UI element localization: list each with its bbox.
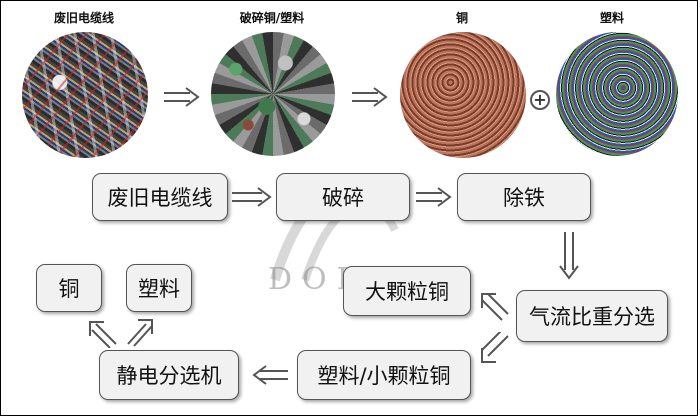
node-iron-removal: 除铁 bbox=[457, 173, 591, 221]
arrow-right-icon bbox=[352, 87, 388, 107]
photo-label-crushed: 破碎铜/塑料 bbox=[239, 11, 305, 25]
plus-circle-icon: + bbox=[530, 90, 550, 110]
arrow-right-icon bbox=[164, 87, 200, 107]
node-large-copper: 大颗粒铜 bbox=[343, 266, 471, 316]
arrow-left-icon bbox=[252, 365, 288, 385]
arrow-up-left-icon bbox=[89, 321, 117, 348]
plastic-photo bbox=[556, 32, 678, 156]
node-plastic-output: 塑料 bbox=[126, 264, 192, 312]
node-crushing: 破碎 bbox=[276, 173, 410, 221]
arrow-right-icon bbox=[232, 187, 272, 207]
crushed-material-photo bbox=[211, 32, 335, 156]
photo-label-plastic: 塑料 bbox=[599, 11, 625, 25]
photo-label-waste-cable: 废旧电缆线 bbox=[53, 11, 115, 25]
waste-cable-photo bbox=[22, 32, 148, 158]
arrow-up-right-icon bbox=[127, 319, 153, 347]
arrow-right-icon bbox=[416, 187, 452, 207]
arrow-down-left-icon bbox=[481, 332, 509, 363]
node-airflow-gravity-separation: 气流比重分选 bbox=[516, 290, 668, 342]
node-waste-cable: 废旧电缆线 bbox=[92, 173, 228, 221]
arrow-down-icon bbox=[559, 232, 579, 280]
node-copper-output: 铜 bbox=[36, 264, 102, 312]
photo-label-copper: 铜 bbox=[455, 11, 469, 25]
node-plastic-small-copper: 塑料/小颗粒铜 bbox=[297, 350, 471, 400]
node-electrostatic-separator: 静电分选机 bbox=[99, 350, 239, 400]
copper-photo bbox=[400, 32, 526, 158]
arrow-up-left-icon bbox=[481, 293, 509, 321]
